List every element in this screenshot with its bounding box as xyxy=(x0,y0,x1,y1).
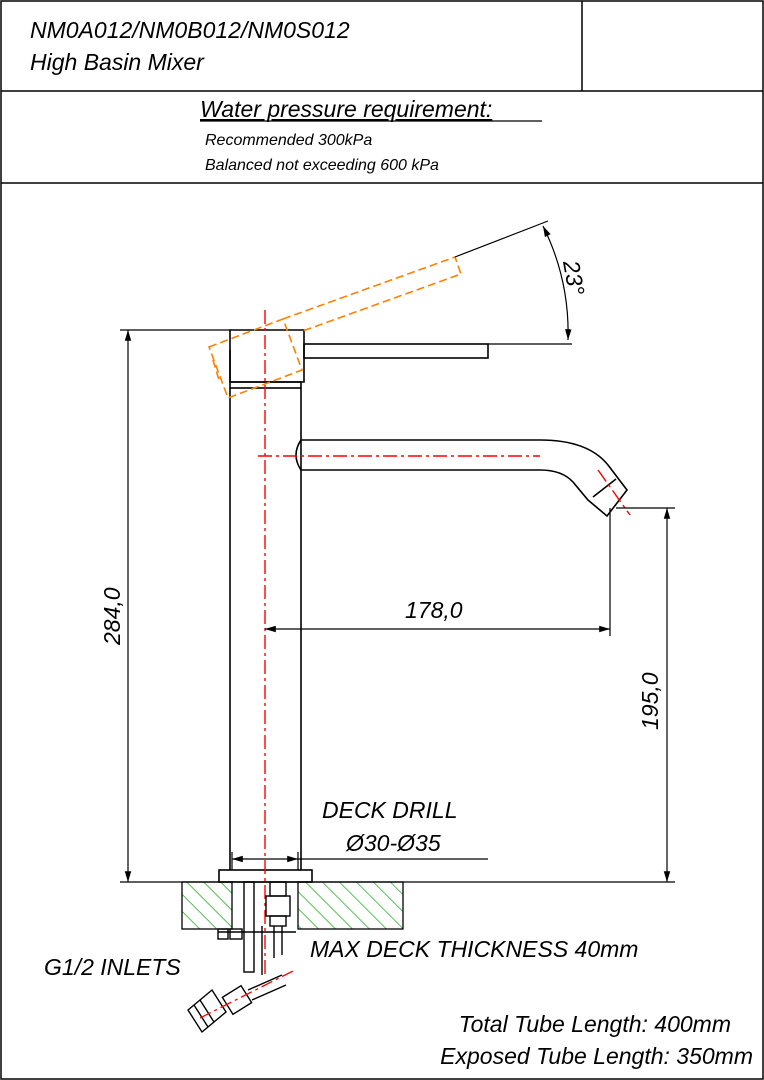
exposed-tube-length: Exposed Tube Length: 350mm xyxy=(440,1043,753,1069)
product-name: High Basin Mixer xyxy=(30,49,205,75)
deck-drill-dimension xyxy=(231,852,488,870)
model-codes: NM0A012/NM0B012/NM0S012 xyxy=(30,17,350,43)
fixing-shank xyxy=(217,881,296,975)
deck-section xyxy=(181,881,404,930)
angle-label: 23° xyxy=(558,257,590,297)
height-label: 284,0 xyxy=(99,587,125,646)
angle-dimension xyxy=(454,220,572,345)
total-tube-length: Total Tube Length: 400mm xyxy=(459,1011,731,1037)
inlet-centerline xyxy=(199,969,296,1019)
inlet-fitting xyxy=(187,974,287,1034)
deck-drill-size: Ø30-Ø35 xyxy=(345,830,441,856)
max-deck-thickness: MAX DECK THICKNESS 40mm xyxy=(310,936,638,962)
pressure-recommended: Recommended 300kPa xyxy=(205,132,372,149)
alt-handle-position xyxy=(207,255,463,400)
pressure-balanced: Balanced not exceeding 600 kPa xyxy=(205,157,439,174)
spout-height-label: 195,0 xyxy=(637,672,663,730)
centerlines xyxy=(258,310,631,975)
reach-dimension xyxy=(265,508,611,636)
reach-label: 178,0 xyxy=(405,597,463,623)
spout-height-dimension xyxy=(403,507,675,883)
height-dimension xyxy=(120,329,230,883)
inlets-label: G1/2 INLETS xyxy=(44,954,181,980)
deck-drill-label: DECK DRILL xyxy=(322,797,457,823)
pressure-heading: Water pressure requirement: xyxy=(200,96,492,122)
